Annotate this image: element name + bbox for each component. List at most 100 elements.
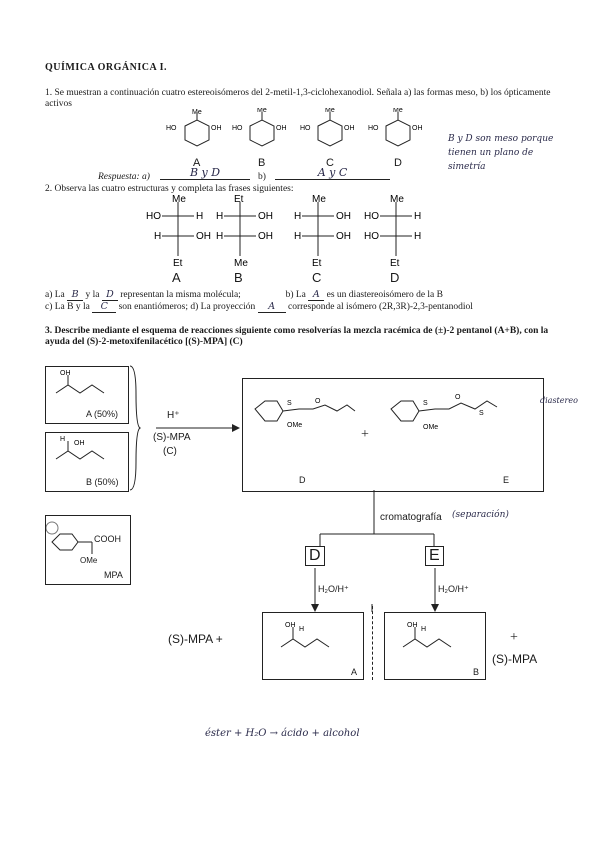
- svg-text:OH: OH: [336, 231, 351, 242]
- node-d: D: [305, 546, 325, 566]
- mpa-cooh: COOH: [94, 534, 121, 544]
- q2-label-c: C: [312, 270, 322, 285]
- box-a: OH A (50%): [45, 366, 129, 424]
- reagent-h-plus: H⁺: [167, 410, 180, 421]
- q2-sentence-1: a) La B y la D representan la misma molé…: [45, 289, 443, 301]
- q2-label-a: A: [172, 270, 181, 285]
- svg-text:Me: Me: [325, 108, 335, 114]
- q1-handwritten-note: B y D son meso porque tienen un plano de…: [448, 134, 554, 172]
- svg-text:Me: Me: [234, 258, 248, 269]
- svg-text:Me: Me: [390, 194, 404, 205]
- q1-label-a: A: [193, 157, 201, 169]
- q1-answer-b: A y C: [275, 166, 390, 180]
- svg-text:S: S: [479, 410, 484, 417]
- box-b-label: B (50%): [86, 477, 119, 487]
- svg-text:H: H: [294, 211, 301, 222]
- svg-text:H: H: [216, 231, 223, 242]
- question-3-text: 3. Describe mediante el esquema de reacc…: [45, 326, 549, 347]
- svg-text:OH: OH: [60, 370, 71, 377]
- q2-blank-1: B: [67, 289, 84, 301]
- box-a-label: A (50%): [86, 409, 119, 419]
- label-e: E: [503, 475, 510, 485]
- svg-text:OH: OH: [74, 440, 85, 447]
- svg-text:H: H: [216, 211, 223, 222]
- svg-text:OH: OH: [407, 622, 418, 629]
- svg-text:H: H: [414, 211, 421, 222]
- svg-text:OH: OH: [258, 211, 273, 222]
- q2-label-b: B: [234, 270, 243, 285]
- plus-sign-bottom: +: [510, 630, 518, 645]
- bottom-handwritten-note: éster + H₂O → ácido + alcohol: [205, 728, 360, 739]
- q1-answer-b-label: b): [258, 172, 266, 182]
- svg-text:H: H: [60, 436, 65, 443]
- mpa-structure: [46, 521, 93, 554]
- svg-text:Et: Et: [234, 194, 244, 205]
- page-title: QUÍMICA ORGÁNICA I.: [45, 62, 168, 73]
- product-b-label: B: [473, 667, 480, 677]
- svg-text:OH: OH: [412, 125, 423, 132]
- svg-text:OH: OH: [285, 622, 296, 629]
- q2-label-d: D: [390, 270, 400, 285]
- box-mpa: COOH OMe MPA: [45, 515, 131, 585]
- question-2-text: 2. Observa las cuatro estructuras y comp…: [45, 184, 294, 194]
- svg-text:S: S: [423, 400, 428, 407]
- svg-text:Et: Et: [390, 258, 400, 269]
- svg-text:OH: OH: [344, 125, 355, 132]
- svg-text:Me: Me: [393, 108, 403, 114]
- q1-label-c: C: [326, 157, 334, 169]
- svg-text:Me: Me: [192, 109, 202, 116]
- svg-text:OH: OH: [211, 125, 222, 132]
- q1-answer-a: B y D: [160, 166, 250, 180]
- question-1-text: 1. Se muestran a continuación cuatro est…: [45, 88, 551, 109]
- smpa-right: (S)-MPA: [492, 652, 538, 666]
- svg-text:OMe: OMe: [287, 422, 302, 429]
- reaction-arrow-1: [129, 365, 240, 491]
- svg-text:H: H: [196, 211, 203, 222]
- product-a-label: A: [351, 667, 358, 677]
- svg-text:HO: HO: [300, 125, 311, 132]
- svg-text:H: H: [299, 626, 304, 633]
- mpa-ome: OMe: [80, 556, 98, 565]
- svg-text:Me: Me: [257, 108, 267, 114]
- q1-label-b: B: [258, 157, 266, 169]
- svg-text:H: H: [294, 231, 301, 242]
- mpa-label: MPA: [104, 570, 123, 580]
- svg-text:HO: HO: [364, 231, 379, 242]
- svg-text:Et: Et: [312, 258, 322, 269]
- svg-text:HO: HO: [166, 125, 177, 132]
- hydrolysis-left: H₂O/H⁺: [318, 584, 349, 594]
- structure-a: OH: [55, 370, 105, 394]
- q2-blank-3: A: [308, 289, 325, 301]
- svg-text:Me: Me: [312, 194, 326, 205]
- node-e: E: [425, 546, 444, 566]
- svg-text:H: H: [421, 626, 426, 633]
- svg-text:HO: HO: [146, 211, 161, 222]
- svg-text:OMe: OMe: [423, 424, 438, 431]
- svg-text:H: H: [414, 231, 421, 242]
- svg-text:HO: HO: [364, 211, 379, 222]
- q2-blank-4: C: [92, 301, 117, 313]
- product-a-structure: OHH: [280, 622, 330, 648]
- svg-text:OH: OH: [196, 231, 211, 242]
- q1-label-d: D: [394, 157, 402, 169]
- svg-text:O: O: [455, 394, 461, 401]
- smpa-left: (S)-MPA +: [168, 632, 223, 646]
- chromatography-label: cromatografía: [380, 512, 442, 523]
- box-b: H OH B (50%): [45, 432, 129, 492]
- q1-answer-label: Respuesta: a): [98, 172, 150, 182]
- svg-text:H: H: [154, 231, 161, 242]
- product-b-structure: OHH: [402, 622, 452, 648]
- svg-text:OH: OH: [276, 125, 287, 132]
- svg-text:Me: Me: [172, 194, 186, 205]
- svg-text:S: S: [287, 400, 292, 407]
- q2-sentence-2: c) La B y la C son enantiómeros; d) La p…: [45, 301, 473, 313]
- reagent-smpa: (S)-MPA: [153, 432, 191, 443]
- svg-text:HO: HO: [368, 125, 379, 132]
- svg-text:OH: OH: [258, 231, 273, 242]
- svg-text:Et: Et: [173, 258, 183, 269]
- q2-blank-5: A: [257, 301, 286, 313]
- hydrolysis-right: H₂O/H⁺: [438, 584, 469, 594]
